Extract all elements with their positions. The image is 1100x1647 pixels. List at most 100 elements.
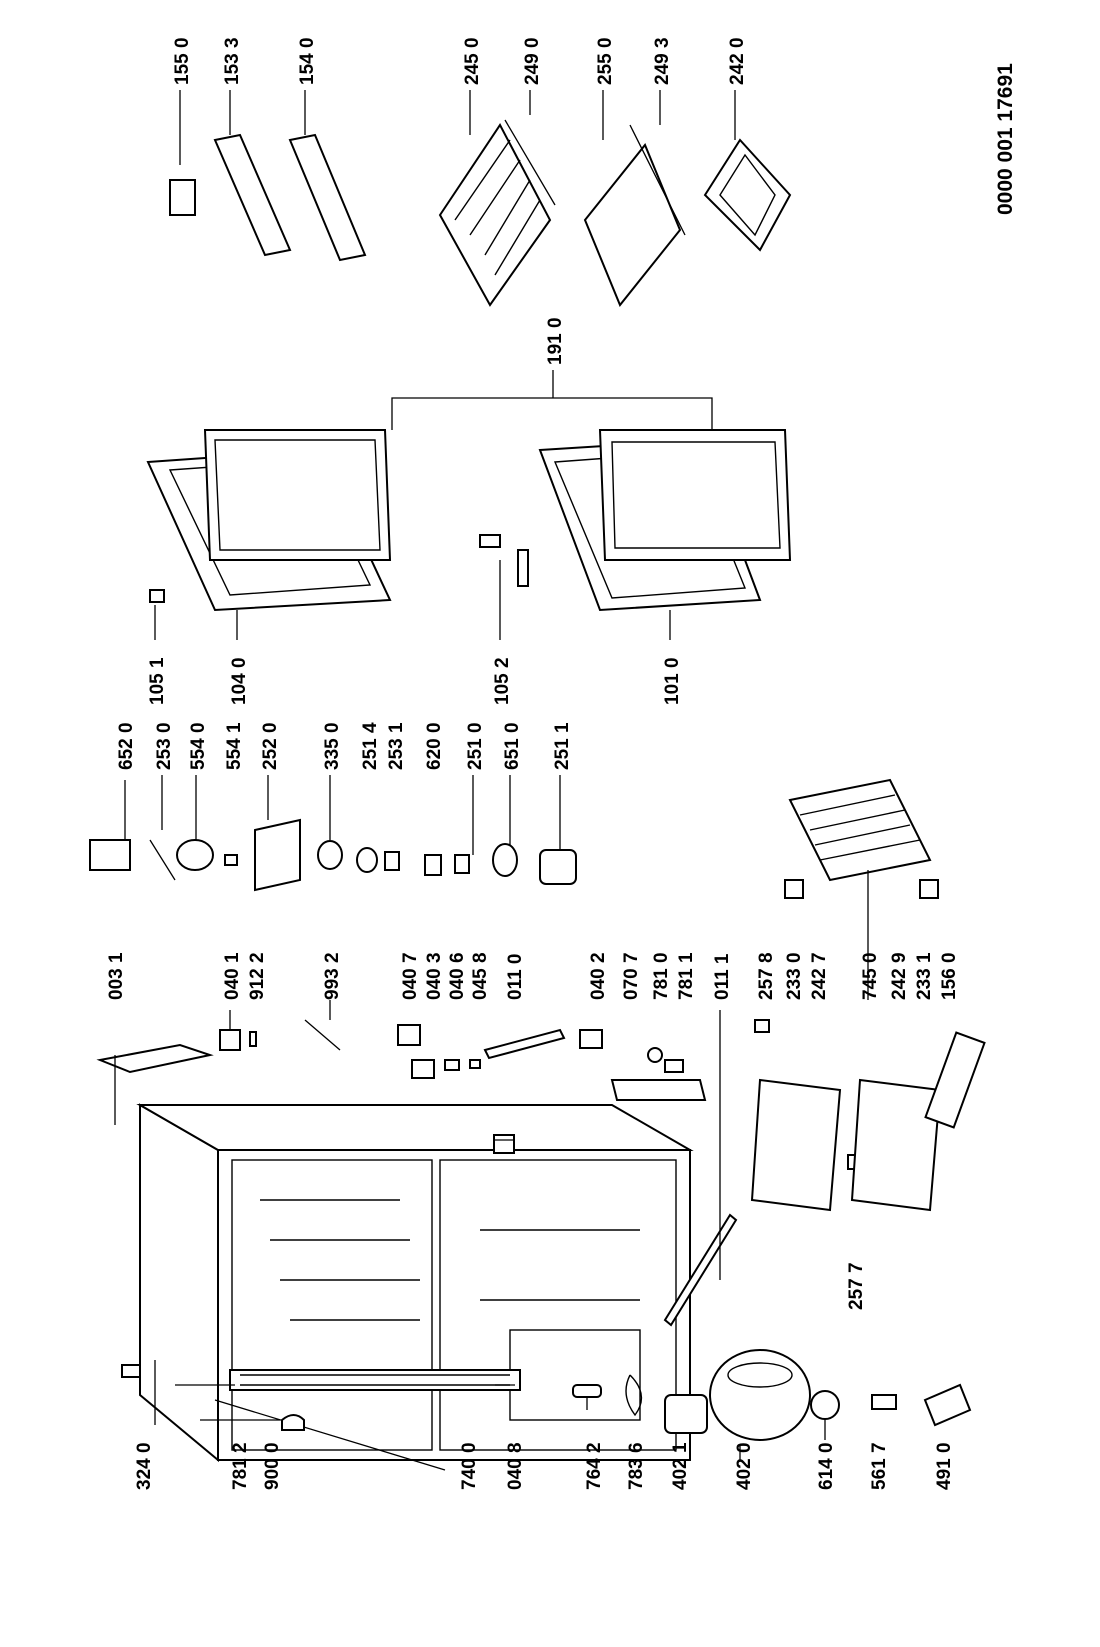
leader-lines (114, 90, 869, 1460)
label-040-2: 040 2 (588, 952, 609, 1000)
label-105-1: 105 1 (147, 657, 168, 705)
parts-drawing (89, 119, 986, 1471)
label-070-7: 070 7 (621, 952, 642, 1000)
part-251-1 (539, 849, 577, 885)
label-156-0: 156 0 (939, 952, 960, 1000)
label-040-1: 040 1 (222, 952, 243, 1000)
part-105-1 (149, 589, 165, 603)
label-402-0: 402 0 (734, 1442, 755, 1490)
label-554-0: 554 0 (188, 722, 209, 770)
part-011-1 (663, 1213, 738, 1327)
part-233-0 (784, 879, 804, 899)
part-783-6 (625, 1374, 643, 1417)
label-191-0: 191 0 (545, 317, 566, 365)
label-251-4: 251 4 (360, 722, 381, 770)
label-011-1: 011 1 (712, 953, 733, 1000)
trim-249-3 (629, 124, 686, 236)
part-781-1 (664, 1059, 684, 1073)
door-bin-154-0 (288, 133, 367, 262)
label-651-0: 651 0 (502, 722, 523, 770)
label-554-1: 554 1 (224, 722, 245, 770)
label-402-1: 402 1 (670, 1442, 691, 1490)
label-252-0: 252 0 (260, 722, 281, 770)
part-labels: 324 0 781 2 900 0 740 0 040 8 764 2 783 … (106, 37, 1017, 1490)
part-105-2-a (479, 534, 501, 548)
label-003-1: 003 1 (106, 952, 127, 1000)
part-155-0 (169, 179, 196, 216)
label-105-2: 105 2 (492, 657, 513, 705)
label-740-0: 740 0 (459, 1442, 480, 1490)
label-781-1: 781 1 (676, 952, 697, 1000)
part-251-0 (454, 854, 470, 874)
part-070-7 (610, 1079, 707, 1101)
crisper-drawer-upper (750, 1078, 842, 1212)
label-257-8: 257 8 (756, 952, 777, 1000)
part-105-2-b (517, 549, 529, 587)
part-251-4 (356, 847, 378, 873)
label-040-6: 040 6 (447, 952, 468, 1000)
label-491-0: 491 0 (934, 1442, 955, 1490)
part-040-7 (397, 1024, 421, 1046)
label-245-0: 245 0 (462, 37, 483, 85)
label-255-0: 255 0 (595, 37, 616, 85)
label-153-3: 153 3 (222, 37, 243, 85)
part-040-6 (444, 1059, 460, 1071)
label-620-0: 620 0 (424, 722, 445, 770)
part-620-0 (424, 854, 442, 876)
condenser-part (229, 1369, 521, 1391)
label-040-7: 040 7 (400, 952, 421, 1000)
part-993-2 (304, 1019, 341, 1051)
part-912-2 (249, 1031, 257, 1047)
label-652-0: 652 0 (116, 722, 137, 770)
part-324-0 (121, 1364, 141, 1378)
glass-shelf-245-0 (438, 123, 552, 307)
part-040-2 (579, 1029, 603, 1049)
label-011-0: 011 0 (505, 954, 526, 1001)
label-614-0: 614 0 (816, 1442, 837, 1490)
label-745-0: 745 0 (860, 952, 881, 1000)
crisper-drawer-lower (850, 1078, 942, 1212)
compressor-cover-part (664, 1394, 708, 1434)
part-652-0 (89, 839, 131, 871)
part-900-0 (281, 1414, 305, 1431)
label-251-1: 251 1 (552, 722, 573, 770)
label-242-7: 242 7 (809, 952, 830, 1000)
freezer-door-part (146, 429, 392, 612)
door-bin-153-3 (213, 133, 292, 257)
part-045-8 (469, 1059, 481, 1069)
label-249-0: 249 0 (522, 37, 543, 85)
label-104-0: 104 0 (229, 657, 250, 705)
label-233-0: 233 0 (784, 952, 805, 1000)
part-252-0 (254, 818, 301, 892)
label-242-9: 242 9 (889, 952, 910, 1000)
trim-249-0 (504, 119, 556, 206)
label-253-1: 253 1 (386, 722, 407, 770)
label-233-1: 233 1 (914, 952, 935, 1000)
label-764-2: 764 2 (584, 1442, 605, 1490)
part-257-8 (754, 1019, 770, 1033)
label-154-0: 154 0 (297, 37, 318, 85)
label-155-0: 155 0 (172, 37, 193, 85)
label-253-0: 253 0 (154, 722, 175, 770)
part-554-1 (224, 854, 238, 866)
label-251-0: 251 0 (465, 722, 486, 770)
part-781-0 (647, 1047, 663, 1063)
label-783-6: 783 6 (626, 1442, 647, 1490)
relay-part (810, 1390, 840, 1420)
label-781-0: 781 0 (651, 952, 672, 1000)
top-cover-part (96, 1043, 214, 1074)
label-045-8: 045 8 (470, 952, 491, 1000)
label-040-3: 040 3 (424, 952, 445, 1000)
capillary-tube-part (214, 1399, 446, 1471)
part-233-1 (919, 879, 939, 899)
label-324-0: 324 0 (134, 1442, 155, 1490)
cabinet-body (136, 1103, 694, 1463)
part-040-3 (411, 1059, 435, 1079)
label-249-3: 249 3 (652, 37, 673, 85)
part-253-1 (384, 851, 400, 871)
label-993-2: 993 2 (322, 952, 343, 1000)
part-040-8 (493, 1134, 515, 1154)
label-040-8: 040 8 (505, 1442, 526, 1490)
filter-drier-part (572, 1384, 602, 1398)
drawing-code: 0000 001 17691 (994, 63, 1017, 215)
